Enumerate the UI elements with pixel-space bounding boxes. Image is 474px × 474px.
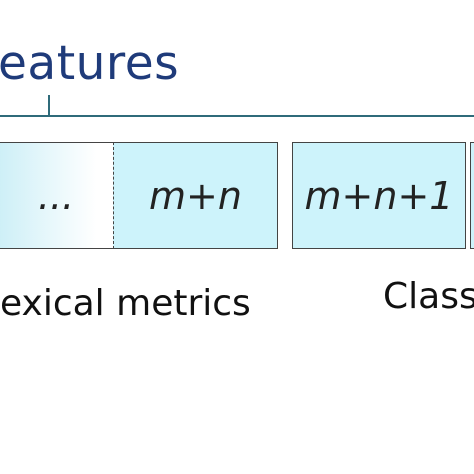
lexical-metrics-label: exical metrics xyxy=(0,283,251,324)
features-title: eatures xyxy=(0,36,180,91)
cell-ellipsis: ... xyxy=(0,142,114,249)
cell-m-plus-n-plus-1-text: m+n+1 xyxy=(304,173,454,218)
features-bracket-tick xyxy=(48,95,50,116)
class-label: Class xyxy=(383,276,474,317)
features-bracket-line xyxy=(0,115,474,117)
cell-m-plus-n-plus-1: m+n+1 xyxy=(292,142,466,249)
cell-ellipsis-text: ... xyxy=(37,173,75,218)
cell-m-plus-n-text: m+n xyxy=(149,173,242,218)
cell-m-plus-n: m+n xyxy=(113,142,278,249)
cell-next-partial xyxy=(470,142,474,249)
